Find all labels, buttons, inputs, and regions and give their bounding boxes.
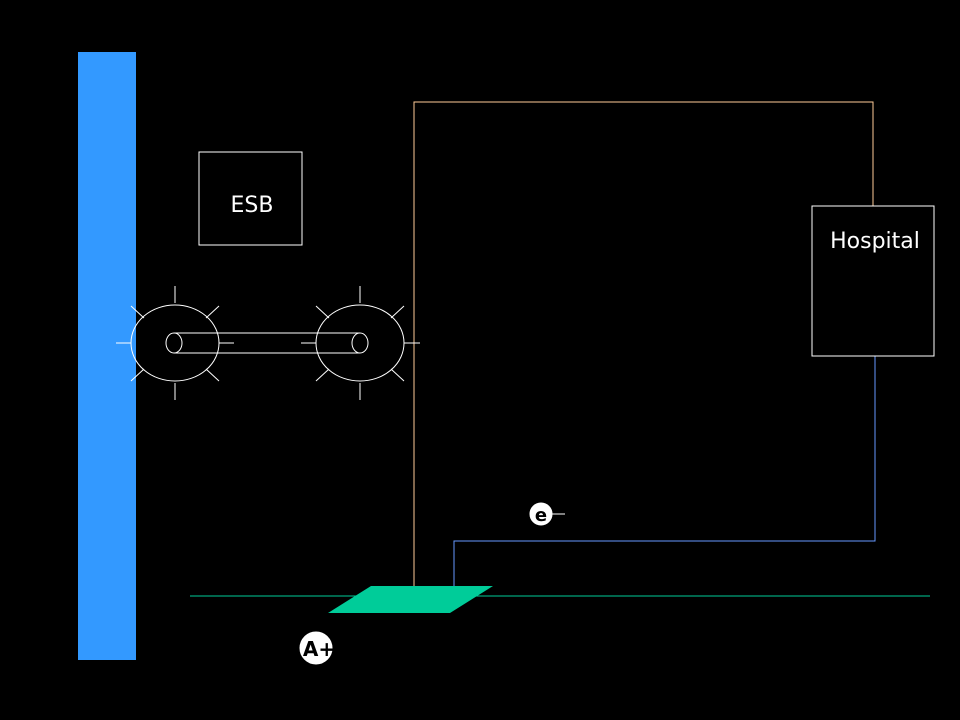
blue-bar (78, 52, 136, 660)
orange-wire (413, 101, 874, 588)
hospital-box: Hospital (811, 205, 935, 357)
ion-marker: A+ (299, 631, 335, 665)
left-generator-icon (116, 286, 234, 400)
electron-marker: e (529, 502, 565, 526)
green-plate (328, 586, 493, 613)
electron-label: e (535, 505, 547, 526)
blue-wire (453, 356, 876, 588)
esb-box: ESB (198, 151, 303, 246)
right-generator-icon (301, 286, 420, 400)
hospital-label: Hospital (830, 229, 920, 254)
shaft-cylinder (165, 332, 369, 354)
ion-label: A+ (303, 637, 335, 661)
esb-label: ESB (231, 193, 274, 218)
